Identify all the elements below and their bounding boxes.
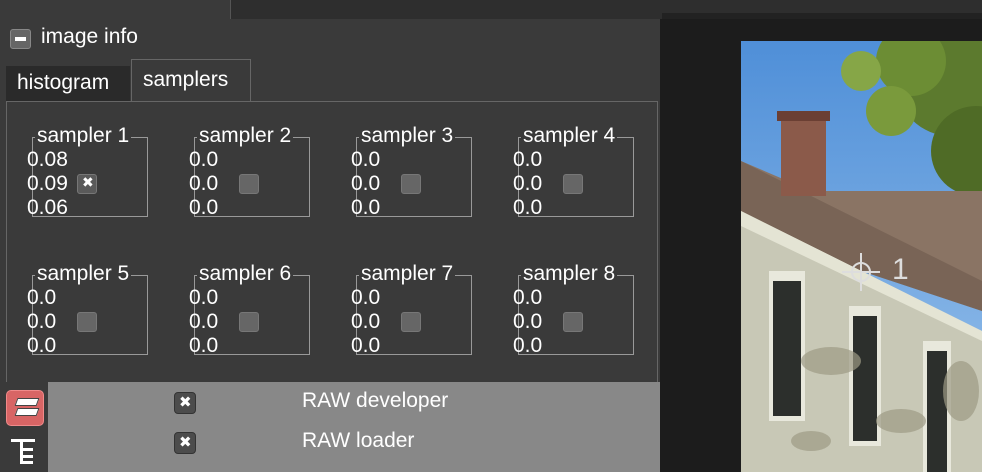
module-area: [48, 382, 660, 472]
sampler-title: sampler 3: [359, 124, 456, 148]
sampler-title: sampler 2: [197, 124, 294, 148]
sampler-4: sampler 4 0.0 0.0 0.0: [513, 124, 635, 228]
top-tab[interactable]: [0, 0, 231, 19]
sampler-value: 0.0: [27, 334, 57, 357]
sampler-value: 0.0: [189, 310, 219, 333]
sampler-value: 0.08: [27, 148, 68, 171]
sampler-value: 0.0: [351, 286, 381, 309]
sampler-value: 0.0: [189, 334, 219, 357]
tab-histogram[interactable]: histogram: [6, 66, 130, 102]
sampler-title: sampler 6: [197, 262, 294, 286]
sampler-value: 0.0: [189, 286, 219, 309]
sampler-title: sampler 7: [359, 262, 456, 286]
sampler-value: 0.0: [513, 172, 543, 195]
sampler-enable-checkbox[interactable]: [563, 312, 583, 332]
sampler-value: 0.0: [351, 310, 381, 333]
module-sidebar: [0, 382, 47, 472]
samplers-content: sampler 1 0.08 0.09 0.06 sampler 2 0.0 0…: [6, 101, 658, 383]
sampler-title: sampler 8: [521, 262, 618, 286]
module-label: RAW loader: [302, 429, 415, 452]
module-row-raw-developer[interactable]: RAW developer: [48, 382, 660, 422]
sampler-value: 0.0: [513, 334, 543, 357]
sampler-5: sampler 5 0.0 0.0 0.0: [27, 262, 149, 366]
module-row-raw-loader[interactable]: RAW loader: [48, 422, 660, 462]
sampler-enable-checkbox[interactable]: [239, 174, 259, 194]
sampler-value: 0.0: [351, 148, 381, 171]
viewer-top-edge: [662, 13, 982, 19]
sampler-value: 0.0: [351, 196, 381, 219]
module-enable-checkbox[interactable]: [174, 392, 196, 414]
sampler-crosshair-icon[interactable]: [842, 253, 880, 291]
layers-icon[interactable]: [6, 390, 44, 426]
sampler-enable-checkbox[interactable]: [77, 312, 97, 332]
module-enable-checkbox[interactable]: [174, 432, 196, 454]
sampler-value: 0.0: [513, 286, 543, 309]
sampler-title: sampler 5: [35, 262, 132, 286]
sampler-enable-checkbox[interactable]: [401, 174, 421, 194]
sampler-enable-checkbox[interactable]: [563, 174, 583, 194]
sampler-2: sampler 2 0.0 0.0 0.0: [189, 124, 311, 228]
image-info-panel: image info histogram samplers sampler 1 …: [0, 19, 660, 472]
sampler-value: 0.0: [513, 310, 543, 333]
sampler-value: 0.0: [189, 196, 219, 219]
sampler-1: sampler 1 0.08 0.09 0.06: [27, 124, 149, 228]
sampler-6: sampler 6 0.0 0.0 0.0: [189, 262, 311, 366]
sampler-marker-label: 1: [892, 253, 909, 286]
sampler-value: 0.06: [27, 196, 68, 219]
sampler-8: sampler 8 0.0 0.0 0.0: [513, 262, 635, 366]
sampler-value: 0.0: [351, 334, 381, 357]
panel-title: image info: [41, 25, 138, 48]
collapse-icon[interactable]: [10, 29, 31, 49]
top-strip: [0, 0, 982, 20]
sampler-value: 0.0: [513, 196, 543, 219]
sampler-enable-checkbox[interactable]: [401, 312, 421, 332]
sampler-enable-checkbox[interactable]: [77, 174, 97, 194]
sampler-value: 0.0: [27, 286, 57, 309]
sampler-title: sampler 4: [521, 124, 618, 148]
sampler-3: sampler 3 0.0 0.0 0.0: [351, 124, 473, 228]
sampler-value: 0.0: [189, 148, 219, 171]
sampler-value: 0.0: [189, 172, 219, 195]
sampler-value: 0.0: [27, 310, 57, 333]
photo: [741, 41, 982, 472]
module-list: RAW developer RAW loader: [0, 382, 660, 472]
sampler-value: 0.09: [27, 172, 68, 195]
sampler-7: sampler 7 0.0 0.0 0.0: [351, 262, 473, 366]
tree-icon[interactable]: [8, 436, 38, 466]
sampler-value: 0.0: [513, 148, 543, 171]
image-viewer[interactable]: 1: [660, 19, 982, 472]
tab-samplers[interactable]: samplers: [131, 59, 251, 102]
sampler-value: 0.0: [351, 172, 381, 195]
sampler-title: sampler 1: [35, 124, 132, 148]
module-label: RAW developer: [302, 389, 449, 412]
sampler-enable-checkbox[interactable]: [239, 312, 259, 332]
